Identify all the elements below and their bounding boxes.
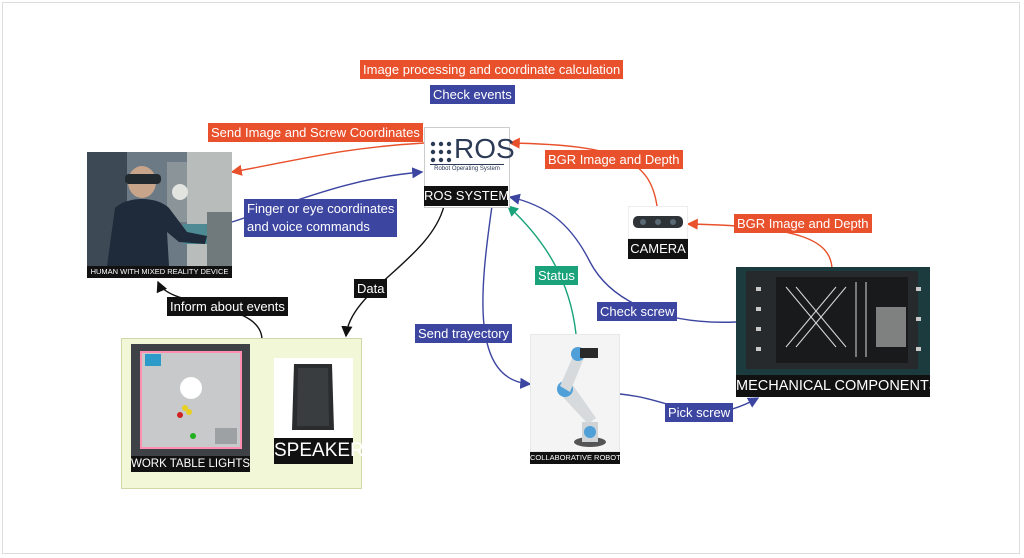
speaker-photo (274, 358, 353, 438)
ros-caption: ROS SYSTEM (424, 186, 509, 206)
mechanical-photo (736, 267, 930, 375)
work-table-photo (131, 344, 250, 456)
label-bgr-camera-ros: BGR Image and Depth (545, 150, 683, 169)
label-send-trajectory: Send trayectory (415, 324, 513, 343)
ros-dots-icon (430, 141, 452, 163)
label-check-screw: Check screw (597, 302, 678, 321)
edge-status (506, 205, 577, 335)
edge-mech-to-camera (686, 218, 833, 269)
human-caption: HUMAN WITH MIXED REALITY DEVICE (87, 266, 232, 278)
speaker-node: SPEAKER (274, 358, 364, 464)
ros-node: ROS Robot Operating System ROS SYSTEM (424, 127, 515, 208)
robot-caption: COLLABORATIVE ROBOT (530, 452, 621, 464)
human-photo (87, 152, 232, 266)
label-finger-line2: and voice commands (247, 219, 370, 234)
label-finger-line1: Finger or eye coordinates (247, 201, 395, 216)
label-image-processing: Image processing and coordinate calculat… (360, 60, 624, 79)
ros-logo-subtitle: Robot Operating System (430, 164, 504, 172)
robot-photo (529, 333, 621, 453)
edge-trajectory (482, 205, 532, 389)
speaker-caption: SPEAKER (274, 438, 364, 464)
camera-node: CAMERA (627, 205, 689, 259)
label-pick-screw: Pick screw (665, 403, 734, 422)
edge-check-screw (508, 193, 737, 323)
camera-caption: CAMERA (628, 239, 688, 259)
edge-data (341, 205, 445, 338)
label-bgr-mech-camera: BGR Image and Depth (734, 214, 872, 233)
edge-send-image (230, 142, 425, 176)
label-inform: Inform about events (167, 297, 288, 316)
robot-node: COLLABORATIVE ROBOT (529, 333, 621, 464)
mechanical-caption: MECHANICAL COMPONENTS (736, 375, 938, 397)
label-status: Status (535, 266, 578, 285)
work-table-caption: WORK TABLE LIGHTS (131, 456, 251, 472)
label-data: Data (354, 279, 388, 298)
work-table-node: WORK TABLE LIGHTS (131, 344, 250, 472)
ros-logo-text: ROS (454, 133, 515, 164)
label-check-events: Check events (430, 85, 515, 104)
label-finger-coords: Finger or eye coordinates and voice comm… (244, 199, 398, 237)
human-node: HUMAN WITH MIXED REALITY DEVICE (87, 152, 232, 278)
label-send-image: Send Image and Screw Coordinates (208, 123, 423, 142)
mechanical-node: MECHANICAL COMPONENTS (736, 267, 938, 397)
camera-photo (627, 205, 689, 240)
